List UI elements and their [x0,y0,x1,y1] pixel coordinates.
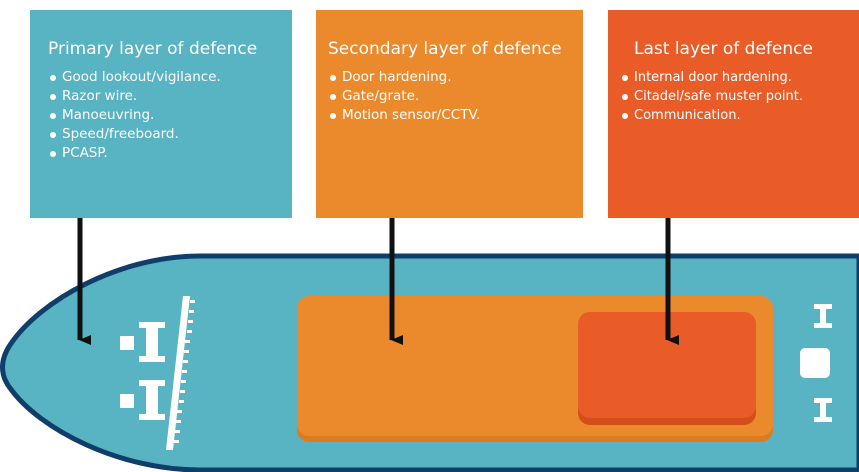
primary-layer-box: Primary layer of defence Good lookout/vi… [30,10,292,218]
stern-bollard-icon [814,398,832,422]
razor-wire-icon [166,296,195,450]
list-item: Communication. [620,106,859,125]
stern-hatch-icon [800,348,830,378]
list-item: Internal door hardening. [620,68,859,87]
last-layer-title: Last layer of defence [634,39,813,59]
last-layer-box: Last layer of defence Internal door hard… [608,10,859,218]
list-item: Good lookout/vigilance. [48,68,292,87]
list-item: Razor wire. [48,87,292,106]
list-item: Door hardening. [328,68,583,87]
list-item: Citadel/safe muster point. [620,87,859,106]
list-item: PCASP. [48,144,292,163]
stern-bollard-icon [814,304,832,328]
secondary-layer-title: Secondary layer of defence [328,39,562,59]
primary-layer-title: Primary layer of defence [48,39,258,59]
list-item: Gate/grate. [328,87,583,106]
bollard-icon [120,380,165,420]
primary-layer-list: Good lookout/vigilance. Razor wire. Mano… [48,68,292,163]
bollard-icon [120,322,165,362]
list-item: Speed/freeboard. [48,125,292,144]
secondary-layer-list: Door hardening. Gate/grate. Motion senso… [328,68,583,125]
last-layer-list: Internal door hardening. Citadel/safe mu… [620,68,859,125]
secondary-layer-box: Secondary layer of defence Door hardenin… [316,10,583,218]
list-item: Motion sensor/CCTV. [328,106,583,125]
list-item: Manoeuvring. [48,106,292,125]
